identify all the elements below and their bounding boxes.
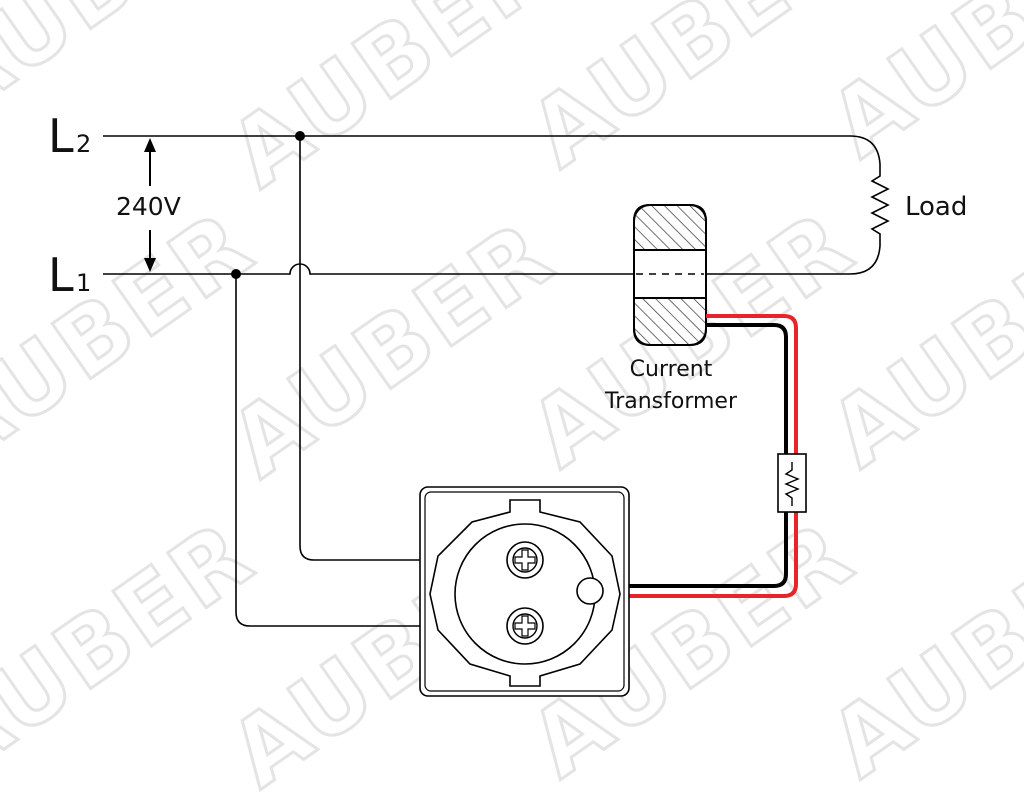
l1-drop-wire [235, 274, 510, 627]
l2-drop-wire [299, 136, 510, 561]
wiring [103, 135, 890, 627]
lower-terminal-screw [506, 607, 544, 645]
voltage-label: 240V [116, 192, 181, 221]
l1-label: L [48, 248, 74, 302]
ct-core-top [633, 204, 707, 251]
watermark-text: AUBER [0, 190, 273, 488]
l2-junction-dot [295, 131, 305, 141]
l2-label: L [48, 109, 74, 163]
watermark-text: AUBER [211, 200, 573, 498]
phillips-screw-icon [514, 549, 536, 571]
l1-subscript: 1 [76, 269, 91, 297]
ct-core-bottom [633, 297, 707, 346]
ct-label-line2: Transformer [604, 389, 738, 414]
l2-subscript: 2 [76, 130, 91, 158]
arrowhead-down-icon [144, 258, 156, 272]
load-label: Load [905, 192, 967, 222]
burden-resistor-icon [784, 462, 800, 506]
l2-wire [103, 135, 881, 165]
load-resistor-icon [870, 164, 890, 246]
watermark-text: AUBER [811, 0, 1024, 178]
arrowhead-up-icon [144, 138, 156, 152]
voltage-annotation: 240V [116, 138, 181, 272]
l1-junction-dot [231, 269, 241, 279]
upper-terminal-screw [506, 541, 544, 579]
watermark-text: AUBER [811, 190, 1024, 488]
receptacle-plate-inner [424, 491, 625, 692]
ct-lead-entry [576, 577, 604, 605]
ct-label-line1: Current [630, 357, 713, 382]
phillips-screw-icon [514, 615, 536, 637]
receptacle [419, 486, 630, 697]
line-labels: L 2 L 1 [48, 109, 91, 302]
watermark-text: AUBER [811, 500, 1024, 792]
l1-wire [103, 245, 881, 275]
burden-resistor [777, 453, 807, 513]
current-transformer: Current Transformer [604, 204, 738, 414]
